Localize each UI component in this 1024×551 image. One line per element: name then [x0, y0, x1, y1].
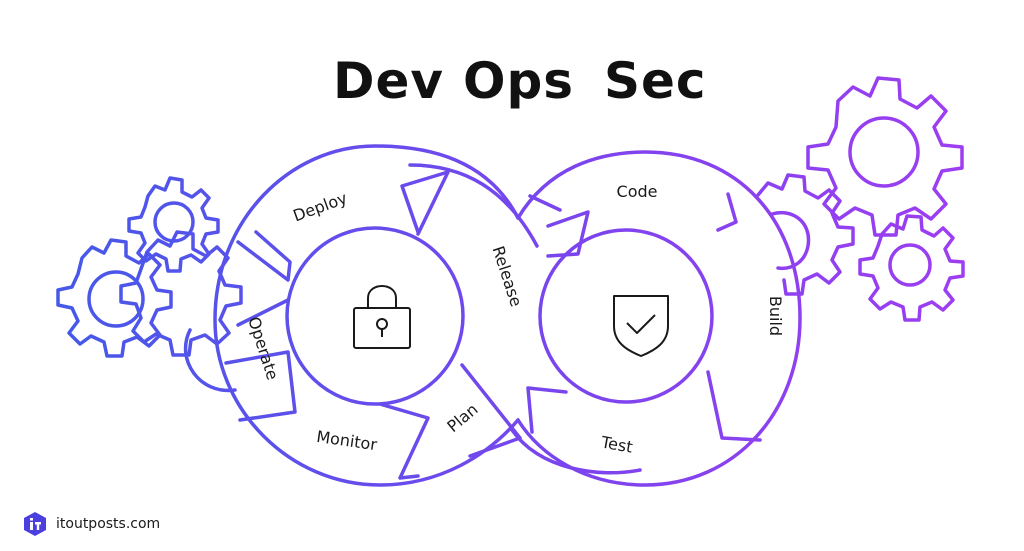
stage-label-release: Release — [489, 244, 526, 309]
lock-icon — [354, 286, 410, 348]
shield-check-icon — [614, 296, 668, 356]
gear-icon — [758, 175, 853, 294]
gear-icon — [129, 178, 218, 271]
brand-text: itoutposts.com — [56, 516, 160, 532]
stage-label-deploy: Deploy — [291, 188, 350, 225]
stage-label-monitor: Monitor — [315, 427, 378, 454]
itoutposts-logo-icon — [22, 511, 48, 537]
stage-label-build: Build — [766, 296, 785, 336]
stage-label-code: Code — [617, 182, 658, 201]
sec-loop — [512, 152, 800, 485]
stage-label-operate: Operate — [244, 314, 282, 382]
gear-icon — [58, 240, 171, 356]
stage-label-plan: Plan — [443, 400, 481, 436]
brand: itoutposts.com — [22, 511, 160, 537]
stage-label-test: Test — [599, 432, 634, 456]
